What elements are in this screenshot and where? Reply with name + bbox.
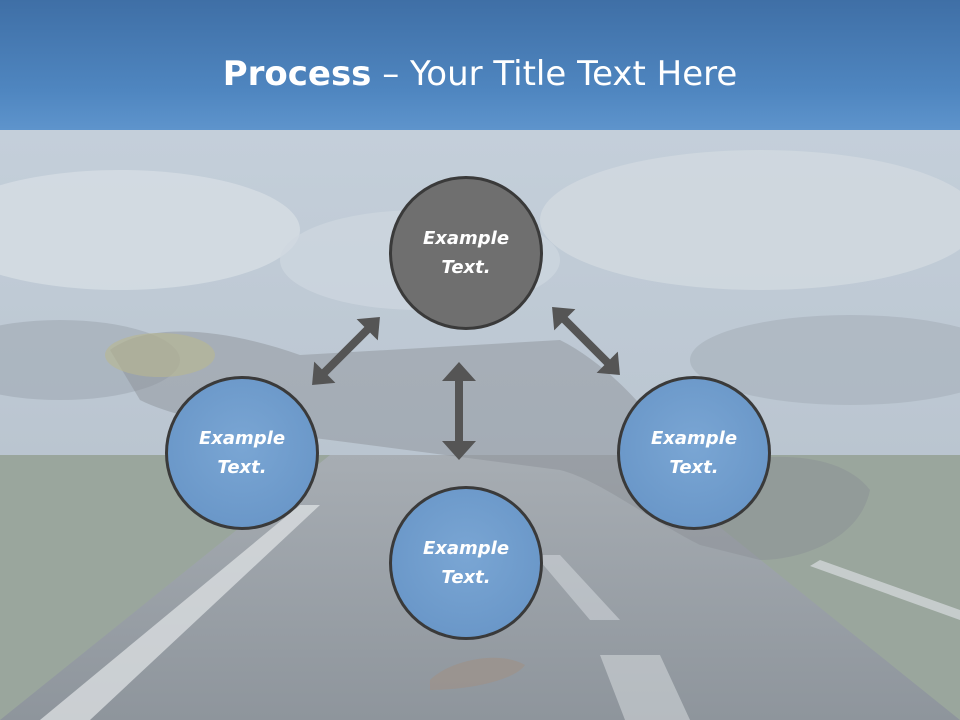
node-bottom-label: Example Text. [422,538,510,588]
node-right-label: Example Text. [650,428,738,478]
double-arrow-icon [312,317,380,385]
title-band [0,0,960,130]
title-rest: – Your Title Text Here [371,54,738,94]
double-arrow-icon [442,362,476,460]
node-left-label: Example Text. [198,428,286,478]
node-left: Example Text. [165,376,319,530]
slide-title: Process – Your Title Text Here [0,52,960,96]
node-top-label: Example Text. [422,228,510,278]
node-bottom: Example Text. [389,486,543,640]
node-right: Example Text. [617,376,771,530]
node-top: Example Text. [389,176,543,330]
title-bold: Process [222,54,372,94]
double-arrow-icon [552,307,620,375]
